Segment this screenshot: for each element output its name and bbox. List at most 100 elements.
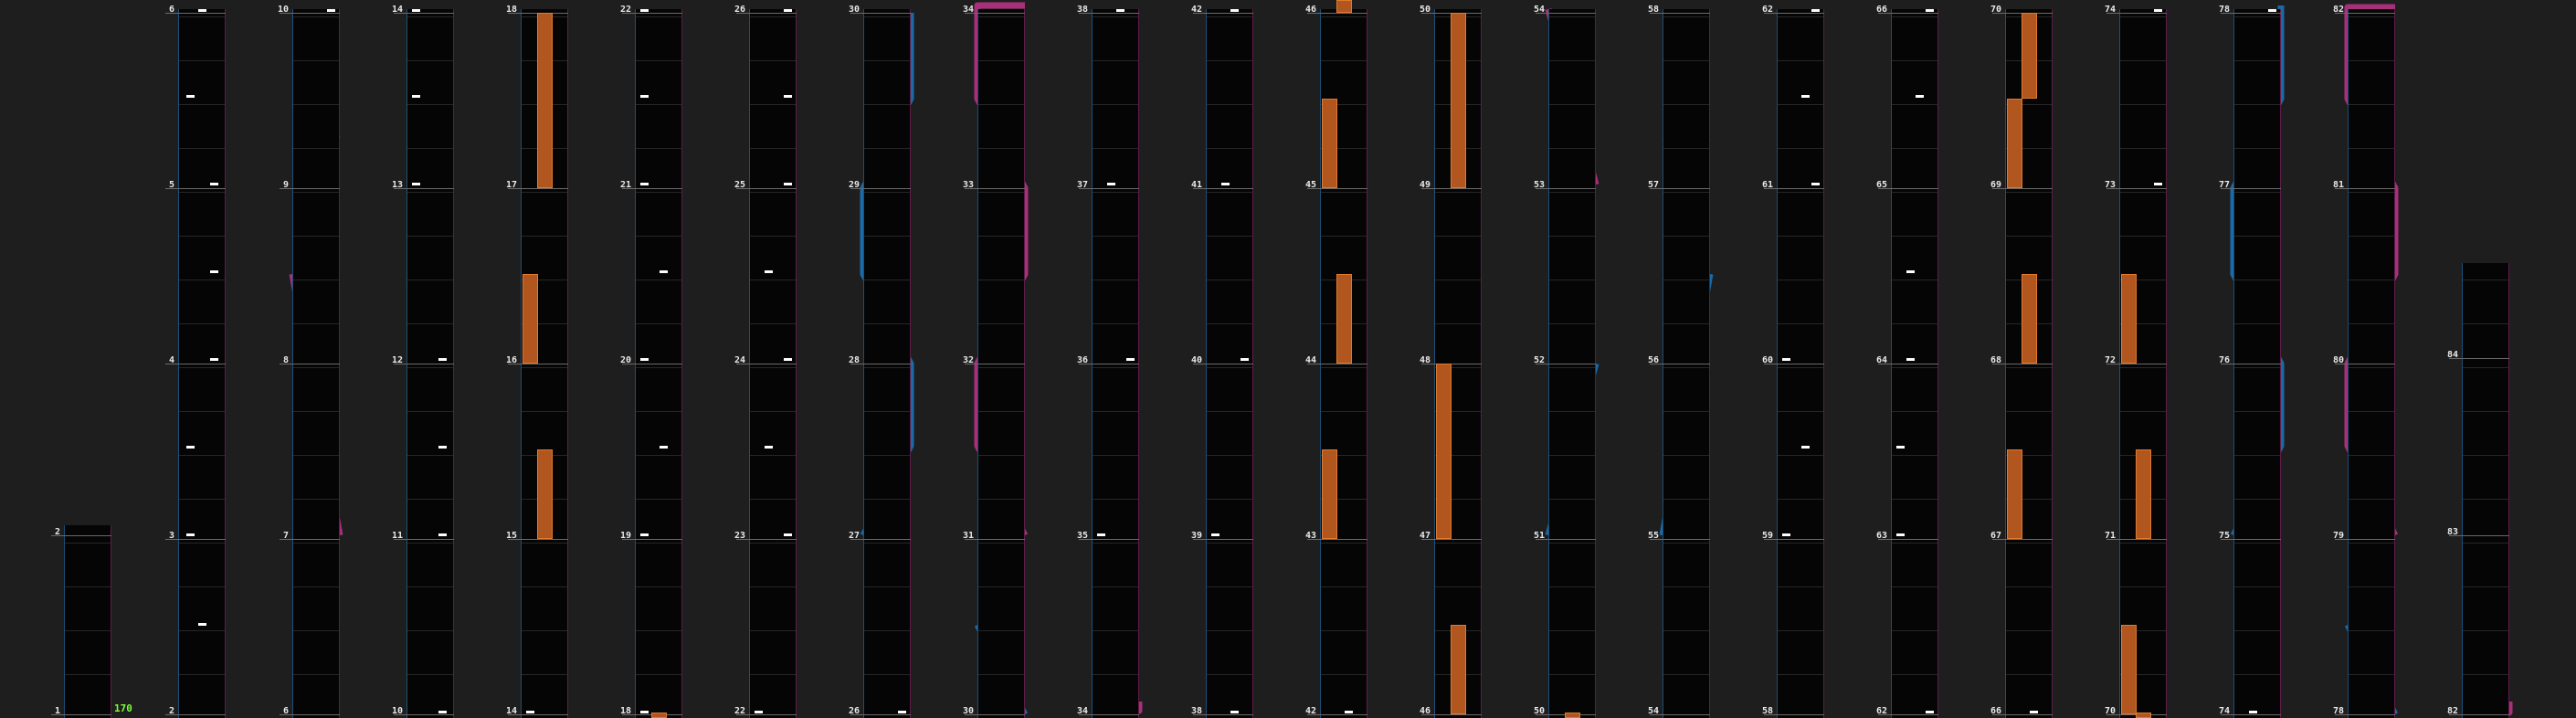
beat-line bbox=[978, 586, 1024, 587]
measure-line bbox=[736, 539, 797, 540]
beat-line bbox=[2349, 148, 2394, 149]
beat-line bbox=[522, 586, 567, 587]
beat-line bbox=[978, 192, 1024, 193]
beat-line bbox=[2120, 367, 2166, 368]
measure-number: 9 bbox=[283, 180, 290, 190]
beat-line bbox=[179, 455, 225, 456]
measure-line bbox=[850, 188, 911, 189]
beat-line bbox=[978, 148, 1024, 149]
beat-line bbox=[1093, 411, 1138, 412]
measure-line bbox=[165, 13, 226, 14]
beat-line bbox=[978, 543, 1024, 544]
measure-line bbox=[1650, 714, 1710, 715]
hold-note bbox=[1336, 0, 1352, 13]
beat-line bbox=[1663, 586, 1709, 587]
measure-line bbox=[736, 13, 797, 14]
measure-line bbox=[2221, 13, 2281, 14]
beat-line bbox=[2349, 543, 2394, 544]
beat-line bbox=[522, 543, 567, 544]
measure-number: 22 bbox=[734, 706, 746, 716]
tap-note bbox=[640, 533, 649, 536]
measure-number: 57 bbox=[1648, 180, 1660, 190]
measure-line bbox=[394, 714, 454, 715]
beat-line bbox=[1435, 411, 1481, 412]
measure-line bbox=[1764, 13, 1824, 14]
tap-note bbox=[1345, 711, 1354, 713]
measure-line bbox=[1307, 714, 1367, 715]
beat-line bbox=[864, 60, 910, 61]
beat-line bbox=[407, 192, 453, 193]
beat-line bbox=[407, 586, 453, 587]
measure-number: 62 bbox=[1876, 706, 1888, 716]
hold-note bbox=[537, 449, 553, 539]
beat-line bbox=[1435, 323, 1481, 324]
beat-line bbox=[2120, 60, 2166, 61]
beat-line bbox=[978, 104, 1024, 105]
beat-line bbox=[636, 60, 681, 61]
measure-number: 76 bbox=[2219, 355, 2231, 365]
measure-number: 43 bbox=[1305, 531, 1317, 541]
beat-line bbox=[1549, 499, 1595, 500]
beat-line bbox=[293, 323, 339, 324]
beat-line bbox=[2120, 16, 2166, 17]
tap-note bbox=[764, 446, 773, 449]
measure-number: 31 bbox=[963, 531, 975, 541]
hold-note bbox=[1565, 713, 1580, 718]
measure-line bbox=[51, 535, 111, 536]
beat-line bbox=[1093, 543, 1138, 544]
tap-note bbox=[1106, 183, 1115, 185]
beat-line bbox=[2120, 104, 2166, 105]
measure-number: 27 bbox=[849, 531, 860, 541]
measure-line bbox=[1992, 188, 2053, 189]
beat-line bbox=[636, 16, 681, 17]
measure-line bbox=[2106, 539, 2167, 540]
measure-number: 54 bbox=[1648, 706, 1660, 716]
beat-line bbox=[2349, 323, 2394, 324]
beat-line bbox=[1892, 148, 1937, 149]
beat-line bbox=[293, 411, 339, 412]
beat-line bbox=[1663, 411, 1709, 412]
measure-number: 16 bbox=[506, 355, 518, 365]
beat-line bbox=[1207, 630, 1252, 631]
hold-note bbox=[2007, 449, 2023, 539]
beat-line bbox=[1321, 104, 1367, 105]
beat-line bbox=[1892, 586, 1937, 587]
measure-number: 83 bbox=[2447, 527, 2459, 537]
beat-line bbox=[293, 630, 339, 631]
beat-line bbox=[1549, 543, 1595, 544]
beat-line bbox=[1549, 323, 1595, 324]
hold-note bbox=[2136, 449, 2151, 539]
measure-number: 2 bbox=[169, 706, 175, 716]
tap-note bbox=[660, 270, 669, 273]
measure-number: 46 bbox=[1305, 5, 1317, 15]
lane-column[interactable] bbox=[2462, 263, 2509, 718]
beat-line bbox=[2349, 104, 2394, 105]
measure-number: 46 bbox=[1420, 706, 1431, 716]
beat-line bbox=[1207, 148, 1252, 149]
beat-line bbox=[179, 16, 225, 17]
measure-line bbox=[394, 13, 454, 14]
beat-line bbox=[1778, 455, 1823, 456]
measure-number: 6 bbox=[169, 5, 175, 15]
beat-line bbox=[1663, 148, 1709, 149]
measure-line bbox=[1650, 539, 1710, 540]
lane-column[interactable] bbox=[64, 525, 111, 718]
tap-note bbox=[640, 711, 649, 713]
measure-number: 66 bbox=[1990, 706, 2002, 716]
hold-note bbox=[523, 274, 539, 364]
measure-number: 18 bbox=[620, 706, 632, 716]
measure-line bbox=[1878, 714, 1938, 715]
measure-number: 2 bbox=[55, 527, 61, 537]
measure-line bbox=[1764, 188, 1824, 189]
hold-note bbox=[2007, 99, 2023, 188]
beat-line bbox=[636, 236, 681, 237]
beat-line bbox=[978, 367, 1024, 368]
beat-line bbox=[2463, 543, 2508, 544]
measure-number: 35 bbox=[1077, 531, 1089, 541]
measure-line bbox=[2106, 13, 2167, 14]
measure-number: 44 bbox=[1305, 355, 1317, 365]
tap-note bbox=[755, 711, 764, 713]
measure-number: 50 bbox=[1534, 706, 1546, 716]
beat-line bbox=[293, 543, 339, 544]
